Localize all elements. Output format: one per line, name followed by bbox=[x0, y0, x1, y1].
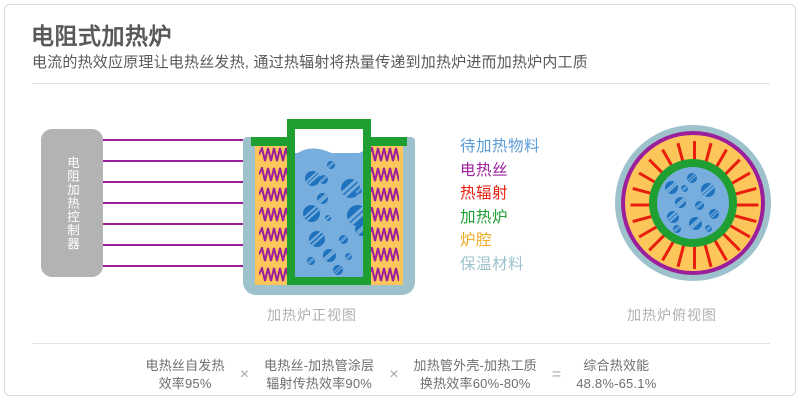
formula-term-line1: 加热管外壳-加热工质 bbox=[413, 357, 537, 373]
formula-term-line2: 换热效率60%-80% bbox=[419, 376, 531, 391]
page-subtitle: 电流的热效应原理让电热丝发热, 通过热辐射将热量传递到加热炉进而加热炉内工质 bbox=[32, 54, 588, 71]
heating-coil bbox=[259, 147, 289, 162]
legend-item-4: 炉腔 bbox=[460, 232, 493, 250]
efficiency-formula: 电热丝自发热效率95% × 电热丝-加热管涂层辐射传热效率90% × 加热管外壳-加热工… bbox=[32, 353, 770, 397]
liquid-surface-wave bbox=[295, 148, 363, 160]
bubble bbox=[665, 181, 678, 194]
formula-term-1: 电热丝-加热管涂层辐射传热效率90% bbox=[264, 357, 374, 394]
formula-term-line1: 综合热效能 bbox=[583, 357, 650, 373]
heating-coil bbox=[369, 247, 399, 262]
bubble bbox=[687, 173, 697, 183]
wire bbox=[103, 202, 243, 204]
legend: 待加热物料电热丝热辐射加热炉炉腔保温材料 bbox=[460, 135, 540, 276]
controller-label: 电阻加热控制器 bbox=[65, 155, 79, 251]
heating-coil bbox=[259, 247, 289, 262]
diagram-area: 电阻加热控制器 待加热物料电热丝热辐射加热炉炉腔保温材料 bbox=[5, 93, 797, 341]
wire bbox=[103, 223, 243, 225]
bubble bbox=[667, 211, 679, 223]
bubble bbox=[319, 175, 328, 184]
bubble bbox=[689, 217, 702, 230]
heating-coil bbox=[369, 147, 399, 162]
formula-term-line1: 电热丝-加热管涂层 bbox=[264, 357, 375, 373]
heating-coil bbox=[369, 187, 399, 202]
formula-divider bbox=[32, 343, 770, 344]
caption-front-view: 加热炉正视图 bbox=[267, 307, 357, 323]
bubble bbox=[325, 215, 331, 221]
formula-term-3: 综合热效能 48.8%-65.1% bbox=[576, 357, 656, 394]
bubble bbox=[323, 249, 336, 262]
legend-item-1: 电热丝 bbox=[460, 161, 509, 179]
wire bbox=[103, 139, 243, 141]
heating-coil bbox=[259, 267, 289, 282]
bubble bbox=[701, 183, 715, 197]
legend-item-3: 加热炉 bbox=[460, 208, 509, 226]
bubble bbox=[305, 171, 320, 186]
bubble bbox=[675, 197, 686, 208]
heating-coil bbox=[369, 167, 399, 182]
legend-item-0: 待加热物料 bbox=[460, 138, 541, 155]
heating-coil bbox=[369, 267, 399, 282]
heating-coil bbox=[369, 207, 399, 222]
bubble bbox=[327, 161, 335, 169]
bubble bbox=[345, 253, 352, 260]
wire bbox=[103, 265, 243, 267]
bubble bbox=[339, 235, 348, 244]
heated-material bbox=[295, 148, 363, 277]
furnace-top-view bbox=[609, 119, 777, 291]
bubble bbox=[695, 201, 704, 210]
caption-top-view: 加热炉俯视图 bbox=[627, 307, 717, 323]
bubble bbox=[355, 187, 362, 194]
bubble bbox=[307, 257, 315, 265]
page-title: 电阻式加热炉 bbox=[31, 23, 172, 49]
diagram-card: 电阻式加热炉 电流的热效应原理让电热丝发热, 通过热辐射将热量传递到加热炉进而加… bbox=[4, 4, 796, 396]
heating-coil bbox=[259, 227, 289, 242]
formula-term-0: 电热丝自发热效率95% bbox=[146, 357, 225, 394]
header-divider bbox=[32, 83, 770, 84]
wire bbox=[103, 181, 243, 183]
bubble bbox=[355, 223, 363, 236]
formula-term-line2: 辐射传热效率90% bbox=[266, 376, 373, 391]
heating-coil bbox=[259, 187, 289, 202]
heating-coil bbox=[259, 207, 289, 222]
furnace-vessel-interior bbox=[295, 129, 363, 277]
wire bbox=[103, 160, 243, 162]
legend-item-2: 热辐射 bbox=[460, 185, 509, 203]
legend-item-5: 保温材料 bbox=[460, 255, 525, 273]
formula-term-line2: 效率95% bbox=[158, 376, 212, 391]
top-heated-material bbox=[657, 167, 729, 239]
formula-operator-1: × bbox=[389, 366, 399, 383]
wire-bundle bbox=[103, 129, 243, 277]
formula-term-line2: 48.8%-65.1% bbox=[576, 376, 657, 391]
bubble bbox=[673, 225, 681, 233]
heating-coil bbox=[369, 227, 399, 242]
formula-operator-0: × bbox=[239, 366, 250, 383]
furnace-front-view bbox=[237, 115, 421, 295]
heating-coil bbox=[259, 167, 289, 182]
bubble bbox=[309, 231, 325, 247]
bubble bbox=[333, 265, 343, 275]
bubble bbox=[303, 205, 320, 222]
bubble bbox=[347, 205, 363, 226]
formula-term-2: 加热管外壳-加热工质换热效率60%-80% bbox=[414, 357, 537, 394]
formula-operator-2: = bbox=[551, 366, 562, 383]
bubble bbox=[705, 225, 712, 232]
formula-term-line1: 电热丝自发热 bbox=[145, 357, 225, 373]
bubble bbox=[709, 209, 719, 219]
bubble bbox=[681, 185, 688, 192]
resistance-heating-controller: 电阻加热控制器 bbox=[41, 129, 103, 277]
bubble bbox=[317, 193, 328, 204]
wire bbox=[103, 244, 243, 246]
